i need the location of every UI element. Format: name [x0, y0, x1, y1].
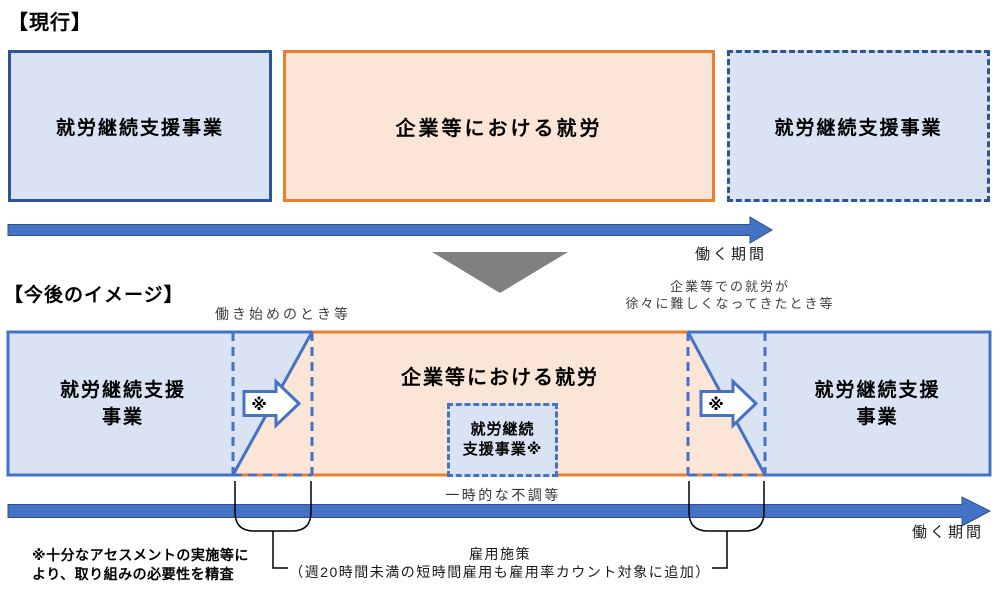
heading-future: 【今後のイメージ】 [4, 285, 184, 306]
future-right-label-line2: 事業 [856, 406, 899, 428]
future-inner-box-line2: 支援事業※ [462, 441, 543, 458]
heading-current: 【現行】 [8, 12, 92, 34]
current-timeline-arrow [7, 216, 773, 244]
transition-arrow-left-icon [242, 377, 302, 430]
future-left-label-line1: 就労継続支援 [59, 379, 186, 401]
transition-triangle-icon [432, 252, 568, 293]
label-temporary-condition: 一時的な不調等 [445, 487, 561, 503]
note-assessment-line2: より、取り組みの必要性を精査 [32, 566, 235, 582]
future-timeline-label: 働く期間 [912, 524, 985, 541]
future-left-outline [6, 330, 312, 477]
current-box-left: 就労継続支援事業 [8, 50, 272, 202]
label-start-of-work: 働き始めのとき等 [215, 306, 351, 322]
future-inner-dashed-box: 就労継続 支援事業※ [447, 403, 558, 477]
current-box-center-label: 企業等における就労 [395, 117, 603, 140]
current-timeline-label: 働く期間 [695, 246, 768, 263]
label-becoming-difficult-line1: 企業等での就労が [669, 279, 790, 294]
current-box-right-label: 就労継続支援事業 [774, 117, 943, 139]
future-center-label: 企業等における就労 [330, 364, 670, 392]
note-employment-line1: 雇用施策 [469, 546, 531, 562]
future-right-label: 就労継続支援 事業 [765, 332, 990, 475]
current-box-left-label: 就労継続支援事業 [55, 117, 224, 139]
note-assessment: ※十分なアセスメントの実施等に より、取り組みの必要性を精査 [32, 546, 249, 584]
future-center-label-text: 企業等における就労 [401, 366, 599, 389]
transition-arrow-right-icon [699, 377, 759, 430]
future-right-outline [688, 330, 992, 477]
note-assessment-line1: ※十分なアセスメントの実施等に [32, 547, 249, 563]
label-becoming-difficult: 企業等での就労が 徐々に難しくなってきたとき等 [626, 278, 835, 312]
note-employment-policy: 雇用施策 （週20時間未満の短時間雇用も雇用率カウント対象に追加） [285, 545, 715, 581]
future-right-label-line1: 就労継続支援 [814, 379, 941, 401]
transition-arrow-left-mark: ※ [251, 396, 267, 414]
current-box-right: 就労継続支援事業 [727, 50, 990, 202]
current-box-center: 企業等における就労 [283, 50, 715, 202]
bracket-left [234, 481, 312, 569]
future-timeline-arrow [7, 496, 992, 527]
future-left-label-line2: 事業 [101, 406, 144, 428]
label-becoming-difficult-line2: 徐々に難しくなってきたとき等 [625, 296, 835, 311]
note-employment-line2: （週20時間未満の短時間雇用も雇用率カウント対象に追加） [289, 564, 711, 580]
bracket-right [688, 481, 765, 569]
future-left-region [8, 332, 312, 475]
transition-arrow-right-mark: ※ [708, 396, 724, 414]
future-left-label: 就労継続支援 事業 [8, 332, 238, 475]
future-inner-box-line1: 就労継続 [470, 421, 535, 438]
